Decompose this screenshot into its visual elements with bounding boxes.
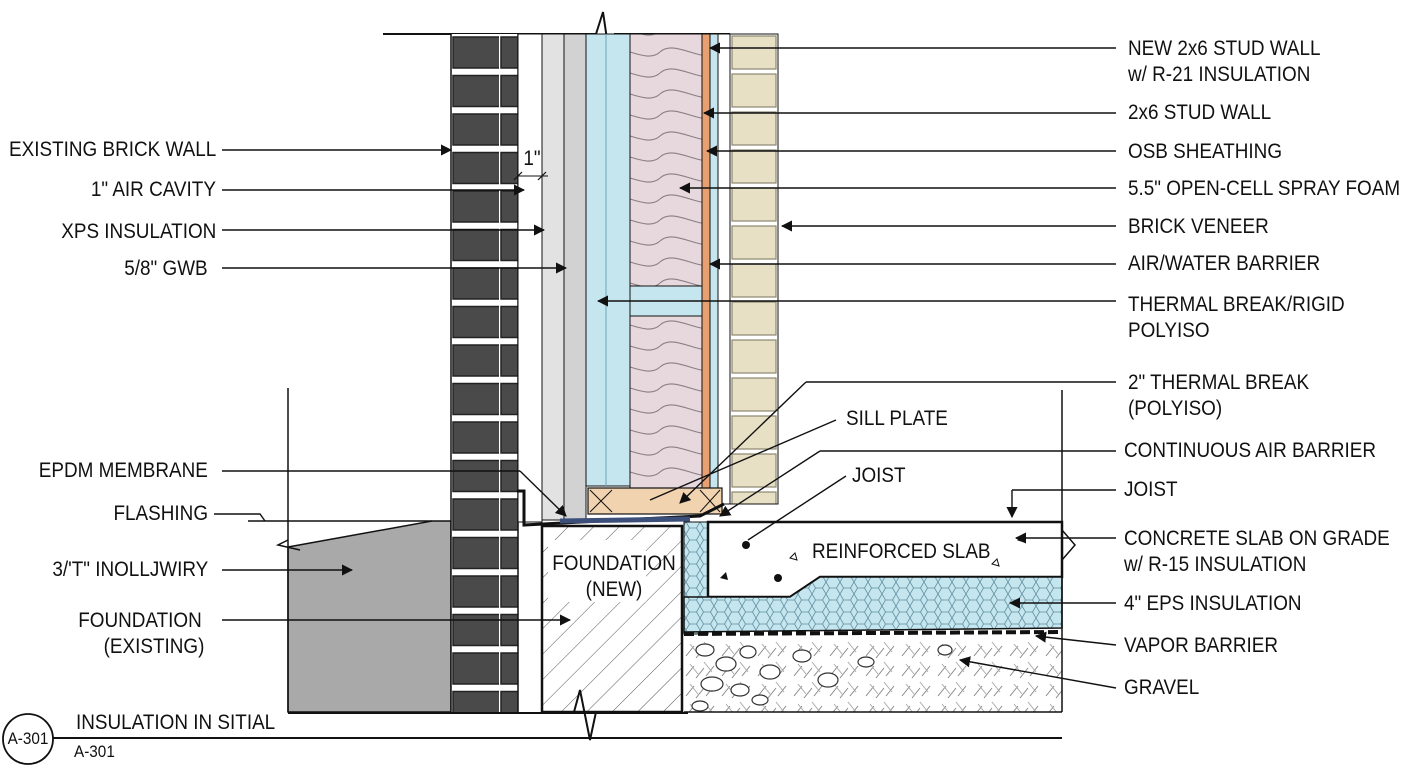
label-eps-insulation: 4" EPS INSULATION xyxy=(1124,592,1302,615)
label-foundation-existing-line1: FOUNDATION xyxy=(78,609,202,632)
label-thermal-break-polyiso-line1: 2" THERMAL BREAK xyxy=(1128,371,1310,394)
label-continuous-air-barrier: CONTINUOUS AIR BARRIER xyxy=(1124,439,1377,462)
left-leaders xyxy=(222,144,572,626)
sheet-bubble-label: A-301 xyxy=(7,729,49,748)
dimension-label: 1" xyxy=(523,147,541,170)
brick-veneer xyxy=(729,33,779,505)
label-brick-veneer: BRICK VENEER xyxy=(1128,215,1269,238)
center-leaders xyxy=(649,419,847,541)
label-existing-brick-wall: EXISTING BRICK WALL xyxy=(8,138,216,161)
label-garbled-note: 3/'T" INOLLJWIRY xyxy=(52,558,208,581)
label-flashing: FLASHING xyxy=(113,502,208,525)
air-water-barrier xyxy=(709,33,719,490)
gravel-stones xyxy=(691,643,953,712)
label-thermal-break-rigid-line1: THERMAL BREAK/RIGID xyxy=(1128,293,1345,316)
gwb-layer xyxy=(563,33,587,521)
label-vapor-barrier: VAPOR BARRIER xyxy=(1124,634,1279,657)
label-thermal-break-polyiso-line2: (POLYISO) xyxy=(1128,397,1223,420)
label-xps-insulation: XPS INSULATION xyxy=(60,220,216,243)
existing-brick-wall xyxy=(451,34,518,712)
label-joist-center: JOIST xyxy=(852,464,906,487)
vapor-barrier xyxy=(683,630,1063,636)
label-thermal-break-rigid-line2: POLYISO xyxy=(1128,319,1210,342)
label-concrete-slab-line1: CONCRETE SLAB ON GRADE xyxy=(1124,527,1390,550)
rigid-polyiso xyxy=(585,33,631,487)
label-foundation-new-line1: FOUNDATION xyxy=(552,552,676,575)
epdm-membrane xyxy=(559,516,691,524)
label-stud-wall: 2x6 STUD WALL xyxy=(1128,101,1272,124)
label-joist-right: JOIST xyxy=(1124,478,1178,501)
label-foundation-new-line2: (NEW) xyxy=(585,578,643,601)
label-sill-plate: SILL PLATE xyxy=(846,407,948,430)
dimension-one-inch xyxy=(513,171,548,181)
stud-insulation-lower xyxy=(629,315,703,489)
label-spray-foam: 5.5" OPEN-CELL SPRAY FOAM xyxy=(1128,177,1401,200)
label-epdm-membrane: EPDM MEMBRANE xyxy=(38,459,208,482)
label-gwb: 5/8" GWB xyxy=(124,257,208,280)
air-cavity xyxy=(517,33,543,523)
label-new-stud-wall-line1: NEW 2x6 STUD WALL xyxy=(1128,37,1321,60)
label-air-water-barrier: AIR/WATER BARRIER xyxy=(1128,252,1321,275)
existing-foundation xyxy=(287,520,452,713)
sheet-reference: A-301 xyxy=(74,742,115,761)
label-concrete-slab-line2: w/ R-15 INSULATION xyxy=(1124,553,1307,576)
osb-sheathing xyxy=(701,33,711,490)
right-leaders xyxy=(596,42,1117,689)
label-reinforced-slab: REINFORCED SLAB xyxy=(812,540,991,563)
drawing-title: INSULATION IN SITIAL xyxy=(76,711,276,734)
label-osb-sheathing: OSB SHEATHING xyxy=(1128,140,1283,163)
xps-layer xyxy=(541,33,565,521)
label-new-stud-wall-line2: w/ R-21 INSULATION xyxy=(1128,63,1311,86)
sheet-bubble xyxy=(2,713,54,765)
label-gravel: GRAVEL xyxy=(1124,676,1200,699)
label-foundation-existing-line2: (EXISTING) xyxy=(103,635,205,658)
label-air-cavity: 1" AIR CAVITY xyxy=(90,178,216,201)
stud-insulation-upper xyxy=(629,33,703,287)
